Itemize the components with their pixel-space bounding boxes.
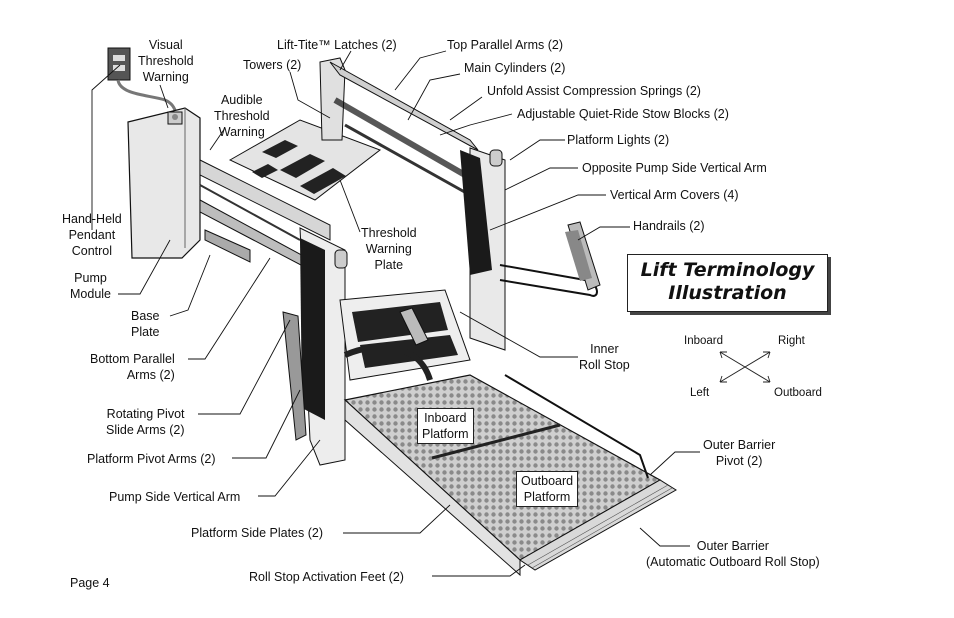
label-audible-threshold-warning: Audible Threshold Warning [214,92,270,140]
label-line: Base [131,309,160,323]
label-roll-stop-activation-feet: Roll Stop Activation Feet (2) [249,570,404,584]
label-outer-barrier-pivot: Outer Barrier Pivot (2) [703,437,775,469]
label-platform-side-plates: Platform Side Plates (2) [191,526,323,540]
label-rotating-pivot-slide-arms: Rotating Pivot Slide Arms (2) [106,406,185,438]
label-line: Threshold [361,226,417,240]
label-line: Outer Barrier [703,438,776,452]
label-threshold-warning-plate: Threshold Warning Plate [361,225,417,273]
label-line: Pump [74,271,107,285]
label-unfold-springs: Unfold Assist Compression Springs (2) [487,84,701,98]
label-platform-pivot-arms: Platform Pivot Arms (2) [87,452,216,466]
title-line-1: Lift Terminology [640,259,815,281]
label-line: Plate [131,325,160,339]
pump-module-shape [127,107,201,259]
label-line: Warning [142,70,189,84]
label-outboard-platform: Outboard Platform [516,471,579,507]
label-main-cylinders: Main Cylinders (2) [464,61,566,75]
direction-inboard: Inboard [684,335,724,347]
terminology-title-box: Lift Terminology Illustration [627,254,828,312]
label-line: Platform [523,490,571,504]
label-bottom-parallel-arms: Bottom Parallel Arms (2) [90,351,175,383]
direction-outboard: Outboard [774,387,822,399]
label-line: Threshold [214,109,270,123]
label-line: Arms (2) [126,368,175,382]
label-line: Rotating Pivot [106,407,185,421]
inner-roll-stop-shape [339,289,471,381]
label-line: Inner [590,342,619,356]
label-line: Roll Stop [579,358,630,372]
label-line: Pivot (2) [715,454,763,468]
label-line: Bottom Parallel [90,352,175,366]
label-line: Outer Barrier [696,539,769,553]
label-hand-held-pendant: Hand-Held Pendant Control [62,211,122,259]
handrail-right [499,221,601,297]
pump-side-vertical-arm [282,227,348,466]
leader-lines [91,50,700,577]
label-stow-blocks: Adjustable Quiet-Ride Stow Blocks (2) [517,107,729,121]
direction-right: Right [778,335,805,347]
label-outer-barrier: Outer Barrier (Automatic Outboard Roll S… [646,538,820,570]
label-line: Audible [220,93,263,107]
label-lift-tite-latches: Lift-Tite™ Latches (2) [277,38,397,52]
direction-compass [719,351,771,383]
label-line: Hand-Held [62,212,122,226]
label-line: Outboard [521,474,574,488]
label-handrails: Handrails (2) [633,219,705,233]
label-line: Module [70,287,111,301]
label-base-plate: Base Plate [131,308,160,340]
page-number: Page 4 [70,576,110,590]
label-line: Platform [422,427,469,441]
label-line: Plate [374,258,404,272]
label-visual-threshold-warning: Visual Threshold Warning [138,37,194,85]
label-inboard-platform: Inboard Platform [417,408,474,444]
title-line-2: Illustration [668,282,787,304]
direction-left: Left [690,387,710,399]
platform-shape [343,374,677,577]
label-line: Warning [218,125,265,139]
label-pump-module: Pump Module [70,270,111,302]
label-line: Threshold [138,54,194,68]
label-line: Visual [148,38,183,52]
label-line: Pendant [68,228,116,242]
label-top-parallel-arms: Top Parallel Arms (2) [447,38,564,52]
label-pump-side-vertical-arm: Pump Side Vertical Arm [109,490,241,504]
label-line: Slide Arms (2) [106,423,185,437]
label-inner-roll-stop: Inner Roll Stop [579,341,630,373]
label-line: Warning [365,242,412,256]
opposite-vertical-arm [460,147,506,351]
label-opposite-pump-arm: Opposite Pump Side Vertical Arm [582,161,767,175]
label-line: Control [71,244,113,258]
label-line: (Automatic Outboard Roll Stop) [646,555,820,569]
label-platform-lights: Platform Lights (2) [567,133,670,147]
towers-shape [319,57,479,197]
label-line: Inboard [424,411,467,425]
label-vertical-arm-covers: Vertical Arm Covers (4) [610,188,739,202]
label-towers: Towers (2) [243,58,302,72]
